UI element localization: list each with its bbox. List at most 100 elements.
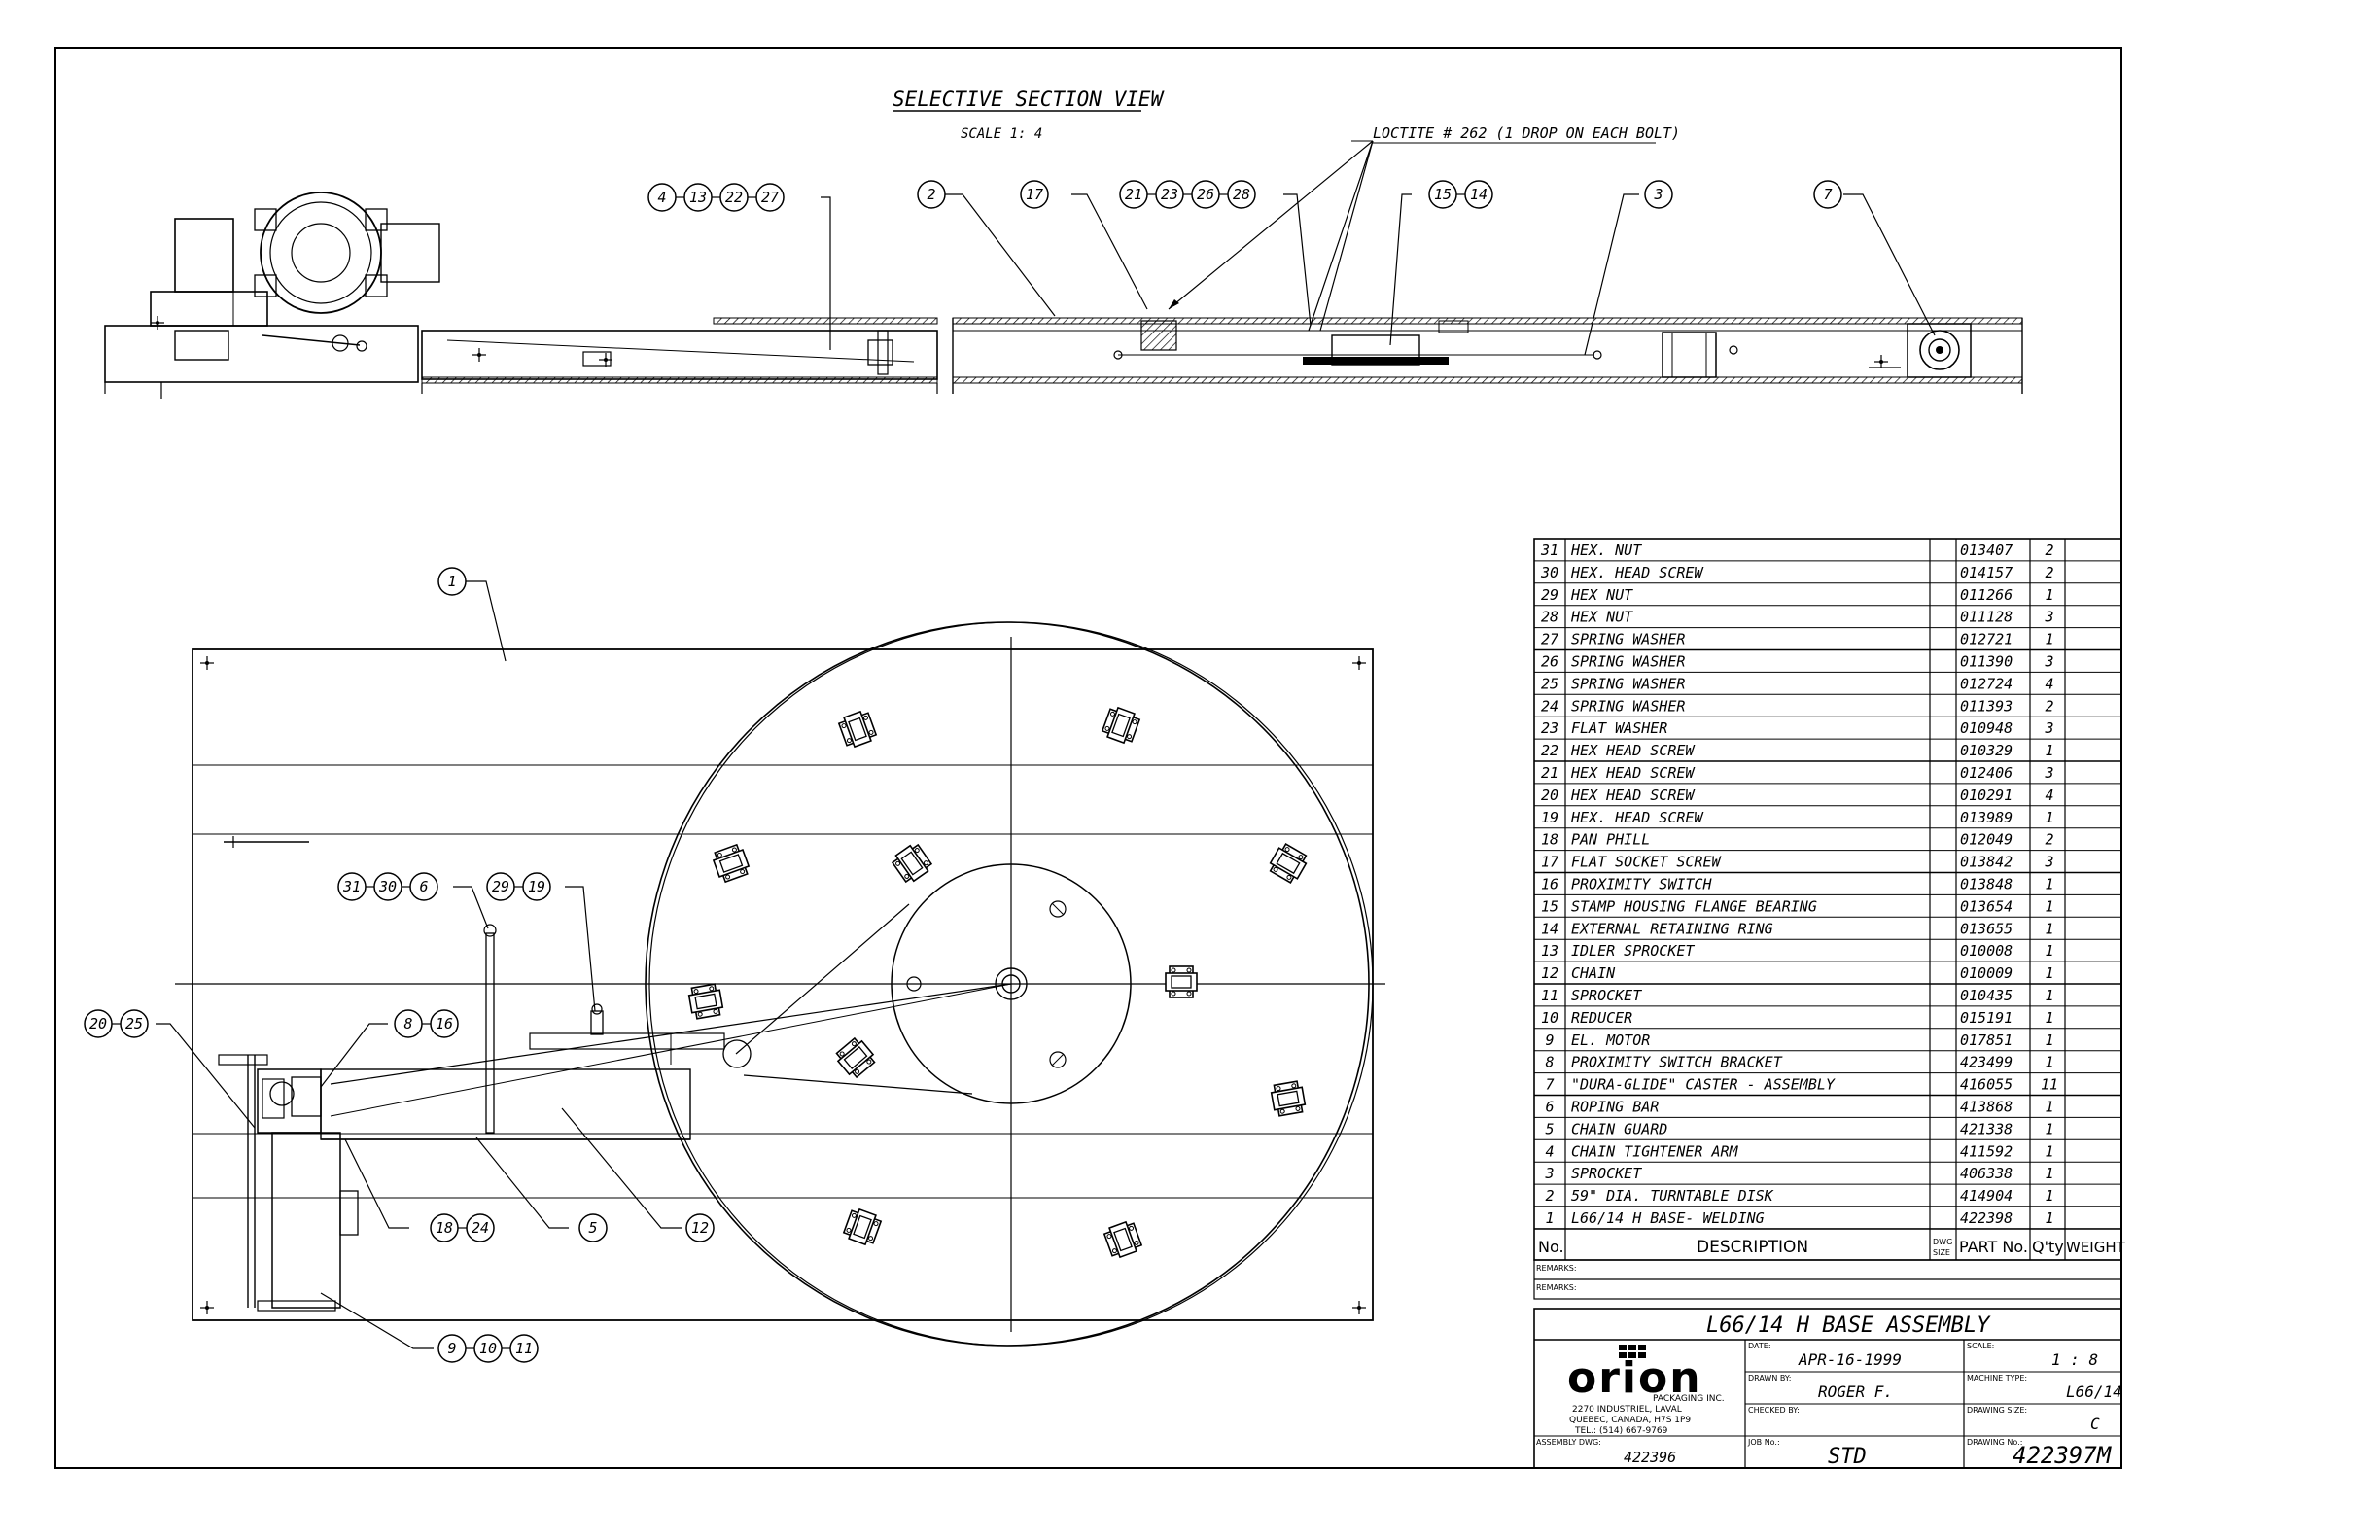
bom-item-no: 27 [1541,631,1558,648]
bom-description: CHAIN TIGHTENER ARM [1571,1142,1739,1160]
bom-qty: 1 [2045,1099,2053,1116]
bom-description: CHAIN [1571,964,1616,982]
section-scale: SCALE 1: 4 [961,126,1042,142]
svg-text:SIZE: SIZE [1933,1248,1950,1257]
bom-qty: 1 [2045,586,2053,604]
bom-qty: 11 [2041,1076,2058,1094]
balloon-label: 8 [403,1015,412,1032]
balloon-label: 23 [1161,186,1178,203]
balloon-label: 17 [1026,186,1043,203]
bom-part-no: 013407 [1960,542,2012,559]
scale-value: 1 : 8 [2051,1350,2098,1369]
balloon-label: 31 [342,878,361,895]
bom-item-no: 24 [1541,697,1558,715]
bom-item-no: 6 [1545,1099,1554,1116]
logo-word: orion [1567,1353,1702,1403]
balloon-label: 18 [436,1219,453,1237]
bom-item-no: 23 [1541,719,1558,737]
bom-header-description: DESCRIPTION [1697,1238,1808,1257]
bom-item-no: 8 [1545,1054,1554,1071]
remarks-label-1: REMARKS: [1536,1264,1577,1273]
bom-description: REDUCER [1571,1009,1632,1027]
bom-part-no: 414904 [1960,1187,2012,1205]
bom-part-no: 011266 [1960,586,2012,604]
bom-part-no: 010009 [1960,964,2012,982]
drawn-by-value: ROGER F. [1818,1382,1893,1401]
section-base-frame [421,317,2023,394]
drive-sprocket-disk [891,863,1132,1104]
bom-description: HEX HEAD SCREW [1570,742,1696,759]
bom-item-no: 15 [1541,897,1558,915]
bom-qty: 1 [2045,920,2053,937]
drawing-size-label: DRAWING SIZE: [1967,1406,2027,1415]
machine-type-value: L66/14 [2066,1382,2122,1401]
balloon-label: 12 [691,1219,709,1237]
remarks-label-2: REMARKS: [1536,1283,1577,1292]
loctite-note: LOCTITE # 262 (1 DROP ON EACH BOLT) [1373,124,1680,142]
balloon [1227,180,1256,209]
company-address-1: 2270 INDUSTRIEL, LAVAL [1572,1405,1682,1415]
bom-description: ROPING BAR [1571,1099,1659,1116]
balloon [120,1009,149,1038]
bom-qty: 1 [2045,897,2053,915]
bom-description: L66/14 H BASE- WELDING [1571,1209,1765,1227]
section-title: SELECTIVE SECTION VIEW [892,88,1166,111]
balloon-label: 11 [515,1340,533,1357]
bom-description: HEX. HEAD SCREW [1570,564,1704,581]
bom-item-no: 5 [1545,1120,1554,1138]
assembly-dwg-label: ASSEMBLY DWG: [1536,1438,1601,1447]
bom-part-no: 010435 [1960,987,2012,1004]
balloon-label: 28 [1233,186,1250,203]
balloon-label: 5 [588,1219,597,1237]
bom-qty: 1 [2045,987,2053,1004]
bom-description: EL. MOTOR [1571,1032,1650,1049]
balloon [522,872,551,901]
bom-description: HEX. NUT [1570,542,1642,559]
balloon-label: 29 [492,878,509,895]
balloon-label: 16 [436,1015,453,1032]
bom-header-qty: Q'ty [2032,1238,2064,1256]
balloon [430,1009,459,1038]
bom-description: HEX HEAD SCREW [1570,787,1696,804]
bom-qty: 4 [2045,675,2053,692]
bom-qty: 1 [2045,942,2053,960]
bom-part-no: 411592 [1960,1142,2012,1160]
bom-item-no: 28 [1541,609,1558,626]
bom-qty: 1 [2045,876,2053,893]
balloon [1813,180,1842,209]
balloon-group: 1 [438,567,467,596]
bom-part-no: 010291 [1960,787,2012,804]
section-drive-unit [104,192,440,399]
bom-item-no: 17 [1541,854,1558,871]
balloon-group: 2 [917,180,946,209]
bom-item-no: 30 [1540,564,1558,581]
balloon-label: 20 [89,1015,107,1032]
balloon [685,1213,715,1242]
orion-logo: orion [1567,1345,1702,1403]
bom-item-no: 2 [1545,1187,1554,1205]
balloon-label: 7 [1823,186,1832,203]
sheet-border [54,47,2122,1469]
date-value: APR-16-1999 [1798,1350,1902,1369]
bom-part-no: 015191 [1960,1009,2012,1027]
bom-part-no: 013655 [1960,920,2012,937]
bom-item-no: 1 [1545,1209,1554,1227]
bom-description: PAN PHILL [1571,831,1650,849]
bom-qty: 1 [2045,809,2053,826]
bom-item-no: 13 [1541,942,1558,960]
bom-qty: 1 [2045,964,2053,982]
